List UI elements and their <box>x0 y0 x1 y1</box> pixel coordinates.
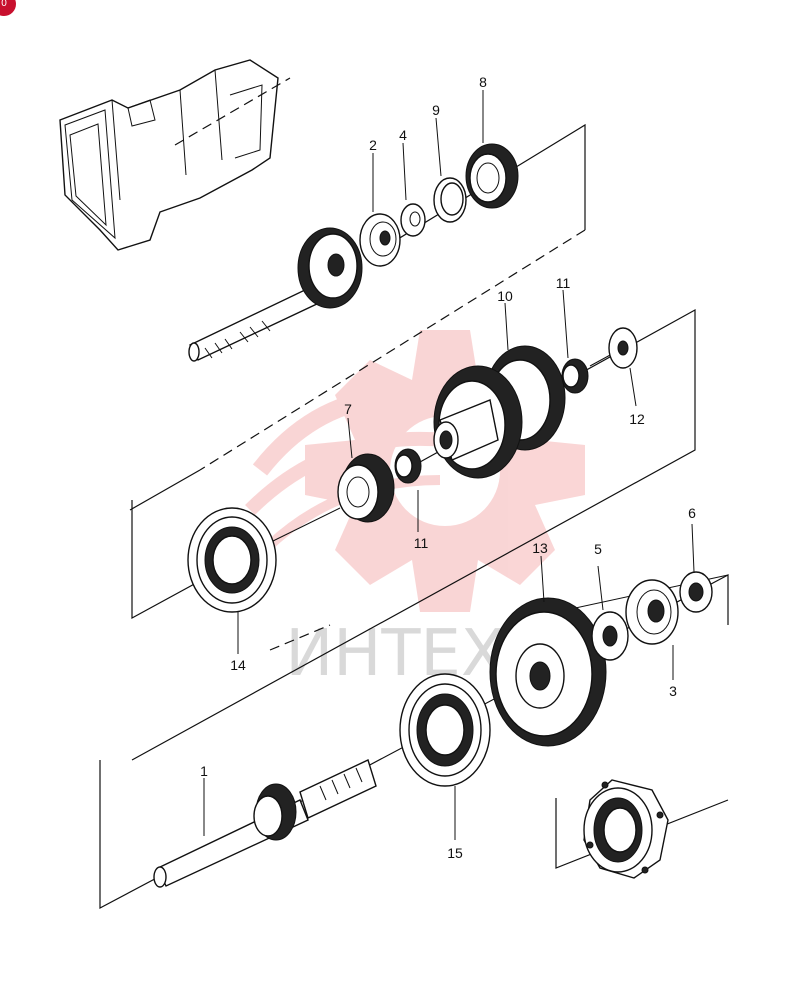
part-7-gear <box>337 453 395 523</box>
input-shaft-gear <box>297 227 363 309</box>
label-part-9: 9 <box>432 102 440 118</box>
label-part-14: 14 <box>230 657 246 673</box>
part-2-bearing <box>359 213 401 267</box>
part-3-bearing <box>625 579 679 645</box>
part-5-thrust-washer <box>591 611 629 661</box>
label-part-13: 13 <box>532 540 548 556</box>
label-part-10: 10 <box>497 288 513 304</box>
output-shaft-group <box>99 523 729 909</box>
part-12-thrust-washer <box>608 327 638 369</box>
part-14-bearing <box>187 507 277 613</box>
watermark-text: ИНТЕХ <box>285 617 504 691</box>
part-8-gear <box>465 143 519 209</box>
label-part-6: 6 <box>688 505 696 521</box>
label-part-3: 3 <box>669 683 677 699</box>
label-part-12: 12 <box>629 411 645 427</box>
part-15-bearing <box>399 673 491 787</box>
part-11-needle-bearing-upper <box>561 358 589 394</box>
label-part-7: 7 <box>344 401 352 417</box>
rear-housing-flange <box>555 779 729 879</box>
input-shaft-group <box>129 90 586 511</box>
label-part-11-upper: 11 <box>556 275 571 291</box>
part-4-washer <box>400 203 426 237</box>
part-13-output-gear <box>489 597 607 747</box>
part-6-seal <box>679 571 713 613</box>
label-part-5: 5 <box>594 541 602 557</box>
part-11-needle-bearing-lower <box>394 448 422 484</box>
label-part-1: 1 <box>200 763 208 779</box>
transmission-housing <box>59 59 291 251</box>
part-1-output-shaft <box>153 759 377 888</box>
label-part-8: 8 <box>479 74 487 90</box>
label-part-11-lower: 11 <box>414 535 429 551</box>
notification-badge: 0 <box>0 0 16 16</box>
part-10-cluster-gear <box>433 345 566 479</box>
label-part-2: 2 <box>369 137 377 153</box>
part-number-labels: 8 9 4 2 11 10 12 7 11 14 6 13 5 3 1 15 <box>200 74 696 861</box>
countershaft-group <box>131 289 696 761</box>
label-part-15: 15 <box>447 845 463 861</box>
label-part-4: 4 <box>399 127 407 143</box>
part-9-snap-ring <box>433 177 467 223</box>
